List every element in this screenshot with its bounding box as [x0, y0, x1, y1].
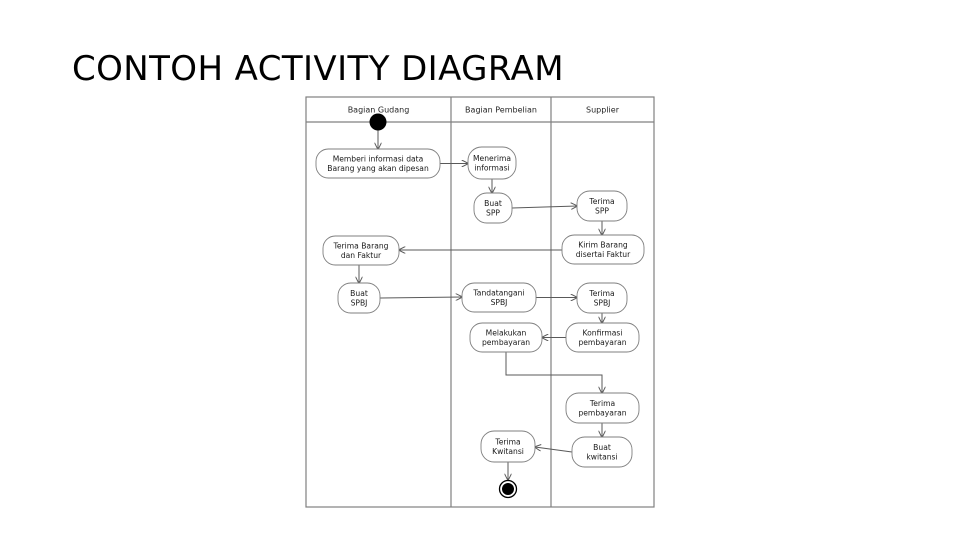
initial-node: [369, 113, 387, 131]
flow-buatspp-to-terimaspp: [511, 206, 577, 208]
node-shape-memberi-informasi-data: [315, 148, 441, 179]
swimlane-title-supplier: Supplier: [586, 106, 620, 115]
node-label-buat-kwitansi: Buat: [593, 443, 611, 452]
terminal-nodes: [369, 113, 518, 499]
node-shape-buat-kwitansi: [571, 436, 633, 468]
node-label-kirim-barang-disertai-faktur: disertai Faktur: [576, 250, 631, 259]
flow-buatkwitansi-to-terimakwitansi: [535, 447, 573, 453]
node-label-terima-spbj: SPBJ: [594, 298, 611, 307]
node-label-tandatangani-spbj: SPBJ: [491, 298, 508, 307]
node-shape-konfirmasi-pembayaran: [565, 322, 640, 353]
node-shape-kirim-barang-disertai-faktur: [561, 234, 645, 265]
node-shape-buat-spp: [473, 192, 513, 224]
node-label-memberi-informasi-data: Barang yang akan dipesan: [327, 164, 429, 173]
node-label-buat-kwitansi: kwitansi: [586, 452, 617, 461]
node-label-menerima-informasi: Menerima: [473, 154, 511, 163]
node-label-terima-kwitansi: Kwitansi: [492, 447, 524, 456]
node-label-konfirmasi-pembayaran: pembayaran: [578, 338, 626, 347]
node-label-memberi-informasi-data: Memberi informasi data: [333, 155, 424, 164]
node-label-melakukan-pembayaran: Melakukan: [486, 329, 527, 338]
final-node: [502, 483, 514, 495]
node-label-tandatangani-spbj: Tandatangani: [472, 289, 524, 298]
node-shape-melakukan-pembayaran: [469, 322, 543, 353]
node-label-melakukan-pembayaran: pembayaran: [482, 338, 530, 347]
node-shape-menerima-informasi: [467, 146, 517, 180]
node-shape-buat-spbj: [337, 282, 381, 314]
node-label-terima-barang-dan-faktur: Terima Barang: [333, 242, 389, 251]
swimlane-title-bagian-pembelian: Bagian Pembelian: [465, 106, 537, 115]
node-shape-terima-spbj: [576, 282, 628, 314]
node-shape-tandatangani-spbj: [461, 282, 537, 313]
node-label-buat-spbj: SPBJ: [351, 298, 368, 307]
node-label-buat-spp: SPP: [486, 208, 500, 217]
flow-arrows: [359, 130, 602, 481]
node-label-buat-spp: Buat: [484, 199, 502, 208]
flow-melakukan-to-terimapembayaran: [505, 352, 602, 393]
node-label-terima-barang-dan-faktur: dan Faktur: [341, 251, 382, 260]
node-shape-terima-pembayaran: [565, 392, 640, 424]
node-label-menerima-informasi: informasi: [474, 163, 509, 172]
node-label-terima-spp: Terima: [588, 197, 614, 206]
node-label-terima-pembayaran: Terima: [589, 399, 615, 408]
node-label-buat-spbj: Buat: [350, 289, 368, 298]
node-shape-terima-spp: [576, 190, 628, 222]
node-label-terima-spp: SPP: [595, 206, 609, 215]
node-shape-terima-kwitansi: [480, 430, 536, 463]
node-label-terima-spbj: Terima: [588, 289, 614, 298]
flow-buatspbj-to-tandatangani: [379, 297, 462, 298]
node-label-konfirmasi-pembayaran: Konfirmasi: [583, 329, 623, 338]
node-shape-terima-barang-dan-faktur: [322, 235, 400, 266]
page-title: CONTOH ACTIVITY DIAGRAM: [72, 49, 564, 89]
swimlane-headers: Bagian Gudang Bagian Pembelian Supplier: [348, 106, 620, 115]
node-label-terima-pembayaran: pembayaran: [578, 408, 626, 417]
node-label-kirim-barang-disertai-faktur: Kirim Barang: [578, 241, 628, 250]
swimlane-dividers: [450, 97, 552, 507]
node-label-terima-kwitansi: Terima: [494, 438, 520, 447]
swimlane-title-bagian-gudang: Bagian Gudang: [348, 106, 410, 115]
